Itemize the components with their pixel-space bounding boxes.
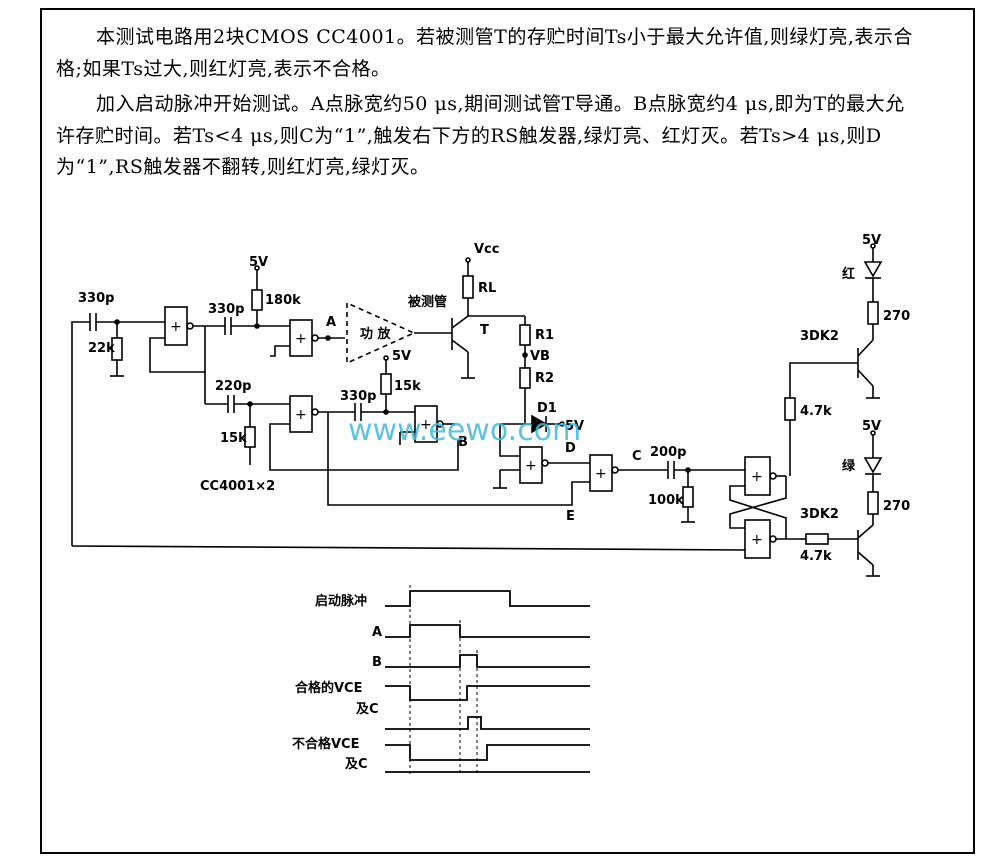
label-point-e: E xyxy=(566,509,575,524)
green-led-branch: 5V 绿 270 3DK2 4.7k xyxy=(800,419,910,577)
label-c330c: 330p xyxy=(340,389,376,404)
label-point-b: B xyxy=(458,435,468,450)
stage-2: 330p 5V 180k xyxy=(205,255,301,335)
svg-text:+: + xyxy=(295,331,307,347)
label-c220: 220p xyxy=(215,379,251,394)
input-coupling: 330p 22k xyxy=(71,291,165,546)
test-transistor: Vcc RL 被测管 T R1 VB R2 xyxy=(407,242,554,404)
label-vb: VB xyxy=(530,349,550,364)
label-point-c: C xyxy=(632,449,642,464)
timing-label-a: A xyxy=(372,625,382,640)
timing-label-b: B xyxy=(372,655,382,670)
red-led-branch: 5V 红 270 3DK2 4.7k xyxy=(784,233,910,476)
figure-frame xyxy=(40,8,975,854)
watermark: www.eewo.com xyxy=(348,413,581,448)
description-paragraph-2: 加入启动脉冲开始测试。A点脉宽约50 μs,期间测试管T导通。B点脉宽约4 μs… xyxy=(56,93,905,178)
timing-label-start: 启动脉冲 xyxy=(315,593,367,609)
label-r47b: 4.7k xyxy=(800,549,832,564)
nor-gate-4: + B xyxy=(399,405,468,450)
diode-d1: D1 5V xyxy=(500,401,584,434)
label-v5b: 5V xyxy=(392,349,411,364)
nor-gate-d: + D xyxy=(493,424,590,489)
label-r180k: 180k xyxy=(265,293,301,308)
label-r2: R2 xyxy=(535,371,554,386)
label-r270b: 270 xyxy=(883,499,910,514)
svg-text:+: + xyxy=(170,319,182,335)
nor-gate-2: + A xyxy=(270,315,345,357)
timing-label-bad-c: 及C xyxy=(345,757,368,772)
label-r47a: 4.7k xyxy=(800,404,832,419)
svg-text:+: + xyxy=(525,458,537,474)
nor-gate-c: + C E 200p 100k xyxy=(327,412,745,524)
timing-label-ok-vce: 合格的VCE xyxy=(295,680,362,696)
label-q2: 3DK2 xyxy=(800,507,839,522)
label-chip: CC4001×2 xyxy=(200,479,275,494)
label-point-a: A xyxy=(326,315,336,330)
label-q1: 3DK2 xyxy=(800,329,839,344)
timing-label-bad-vce: 不合格VCE xyxy=(292,736,359,752)
rs-flip-flop: + + xyxy=(71,456,800,559)
label-point-d: D xyxy=(565,441,576,456)
label-v5a: 5V xyxy=(249,255,268,270)
label-v5c: 5V xyxy=(565,419,584,434)
label-v5-green: 5V xyxy=(862,419,881,434)
label-d1: D1 xyxy=(537,401,557,416)
label-r15k-left: 15k xyxy=(220,431,247,446)
label-c330b: 330p xyxy=(208,302,244,317)
label-c200: 200p xyxy=(650,445,686,460)
stage-3: 220p 15k + 330p 5V 15k xyxy=(204,349,459,471)
label-r1: R1 xyxy=(535,328,554,343)
label-red: 红 xyxy=(842,266,855,282)
description-paragraph-1: 本测试电路用2块CMOS CC4001。若被测管T的存贮时间Ts小于最大允许值,… xyxy=(56,26,913,80)
timing-diagram: 启动脉冲 A B 合格的VCE 及C 不合格VCE 及C xyxy=(292,585,590,775)
label-c330a: 330p xyxy=(78,291,114,306)
svg-text:+: + xyxy=(420,417,432,433)
timing-label-ok-c: 及C xyxy=(356,702,379,717)
label-v5-red: 5V xyxy=(862,233,881,248)
label-r270a: 270 xyxy=(883,309,910,324)
power-amp: 功 放 xyxy=(346,301,452,365)
nor-gate-1: + xyxy=(149,306,206,373)
label-rl: RL xyxy=(478,281,496,296)
label-vcc: Vcc xyxy=(474,242,499,257)
label-green: 绿 xyxy=(842,458,856,474)
label-r100k: 100k xyxy=(648,493,684,508)
label-dut: 被测管 xyxy=(407,294,447,310)
svg-text:+: + xyxy=(751,469,763,485)
svg-text:+: + xyxy=(751,532,763,548)
label-r22k: 22k xyxy=(88,341,115,356)
label-t: T xyxy=(480,323,489,338)
label-r15k-top: 15k xyxy=(394,379,421,394)
svg-text:+: + xyxy=(595,466,607,482)
label-amp: 功 放 xyxy=(360,326,392,342)
svg-text:+: + xyxy=(295,407,307,423)
